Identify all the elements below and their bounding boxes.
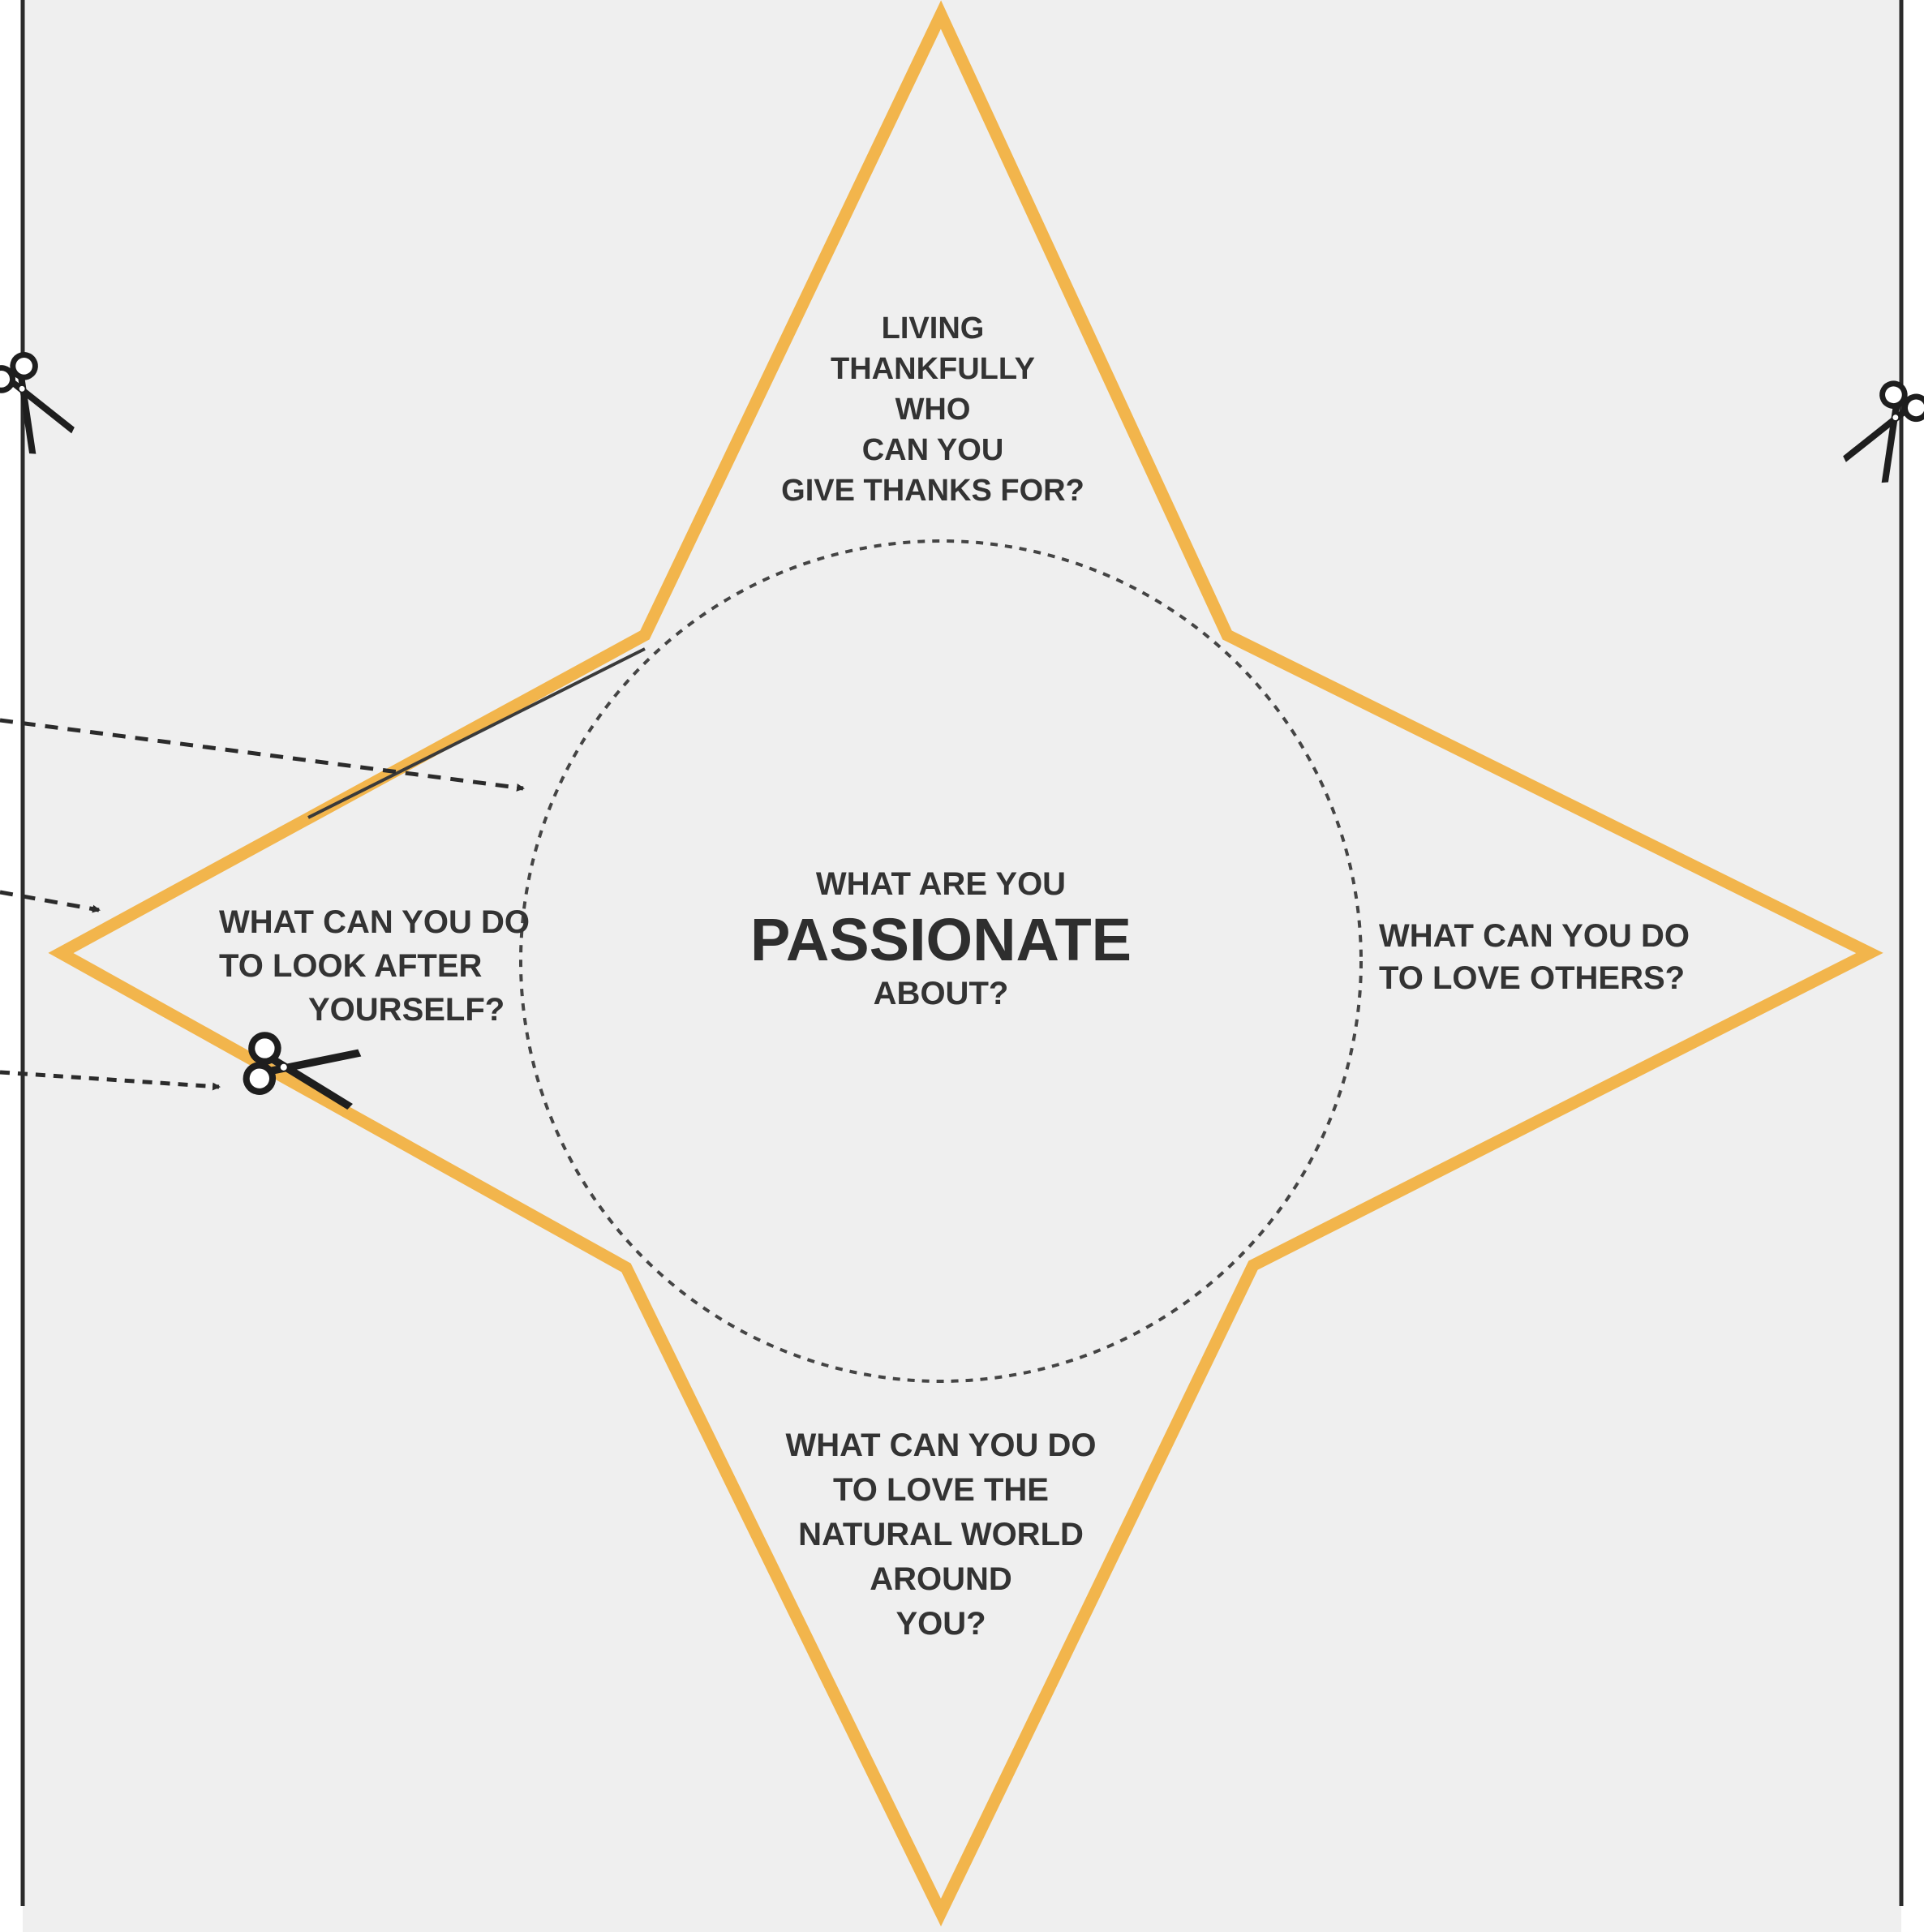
- point-bottom-line: WHAT CAN YOU DO: [785, 1428, 1097, 1463]
- point-bottom-text: WHAT CAN YOU DO TO LOVE THE NATURAL WORL…: [730, 1423, 1152, 1646]
- star-outline: [48, 0, 1883, 1927]
- point-bottom-line: TO LOVE THE: [833, 1472, 1049, 1508]
- paper-sheet: [23, 0, 1901, 1932]
- center-question-prefix: WHAT ARE YOU: [815, 866, 1067, 902]
- fold-edge: [307, 647, 646, 819]
- point-left-line: WHAT CAN YOU DO: [219, 904, 530, 940]
- point-right-text: WHAT CAN YOU DO TO LOVE OTHERS?: [1379, 915, 1736, 999]
- point-bottom-line: NATURAL WORLD: [798, 1517, 1084, 1552]
- point-left-line: TO LOOK AFTER: [219, 948, 483, 984]
- arrow-right-icon: [0, 890, 101, 913]
- dotted-circle: [519, 539, 1363, 1383]
- arrow-right-icon: [0, 718, 525, 792]
- arrow-right-icon: [0, 1070, 221, 1091]
- point-bottom-line: AROUND: [870, 1561, 1012, 1597]
- point-top-line: GIVE THANKS FOR?: [781, 474, 1084, 508]
- point-left-line: YOURSELF?: [308, 992, 505, 1028]
- point-top-line: WHO: [895, 393, 971, 427]
- point-top-line: CAN YOU: [861, 433, 1004, 467]
- point-right-line: TO LOVE OTHERS?: [1379, 960, 1686, 996]
- point-top-line: THANKFULLY: [831, 352, 1035, 386]
- center-question-keyword: PASSIONATE: [749, 906, 1132, 973]
- point-top-line: LIVING: [881, 311, 985, 346]
- center-question: WHAT ARE YOU PASSIONATE ABOUT?: [698, 864, 1184, 1011]
- point-bottom-line: YOU?: [895, 1606, 986, 1642]
- center-question-suffix: ABOUT?: [873, 976, 1009, 1011]
- point-left-text: WHAT CAN YOU DO TO LOOK AFTER YOURSELF?: [219, 900, 592, 1032]
- point-right-line: WHAT CAN YOU DO: [1379, 918, 1690, 954]
- point-top-text: LIVING THANKFULLY WHO CAN YOU GIVE THANK…: [722, 308, 1144, 511]
